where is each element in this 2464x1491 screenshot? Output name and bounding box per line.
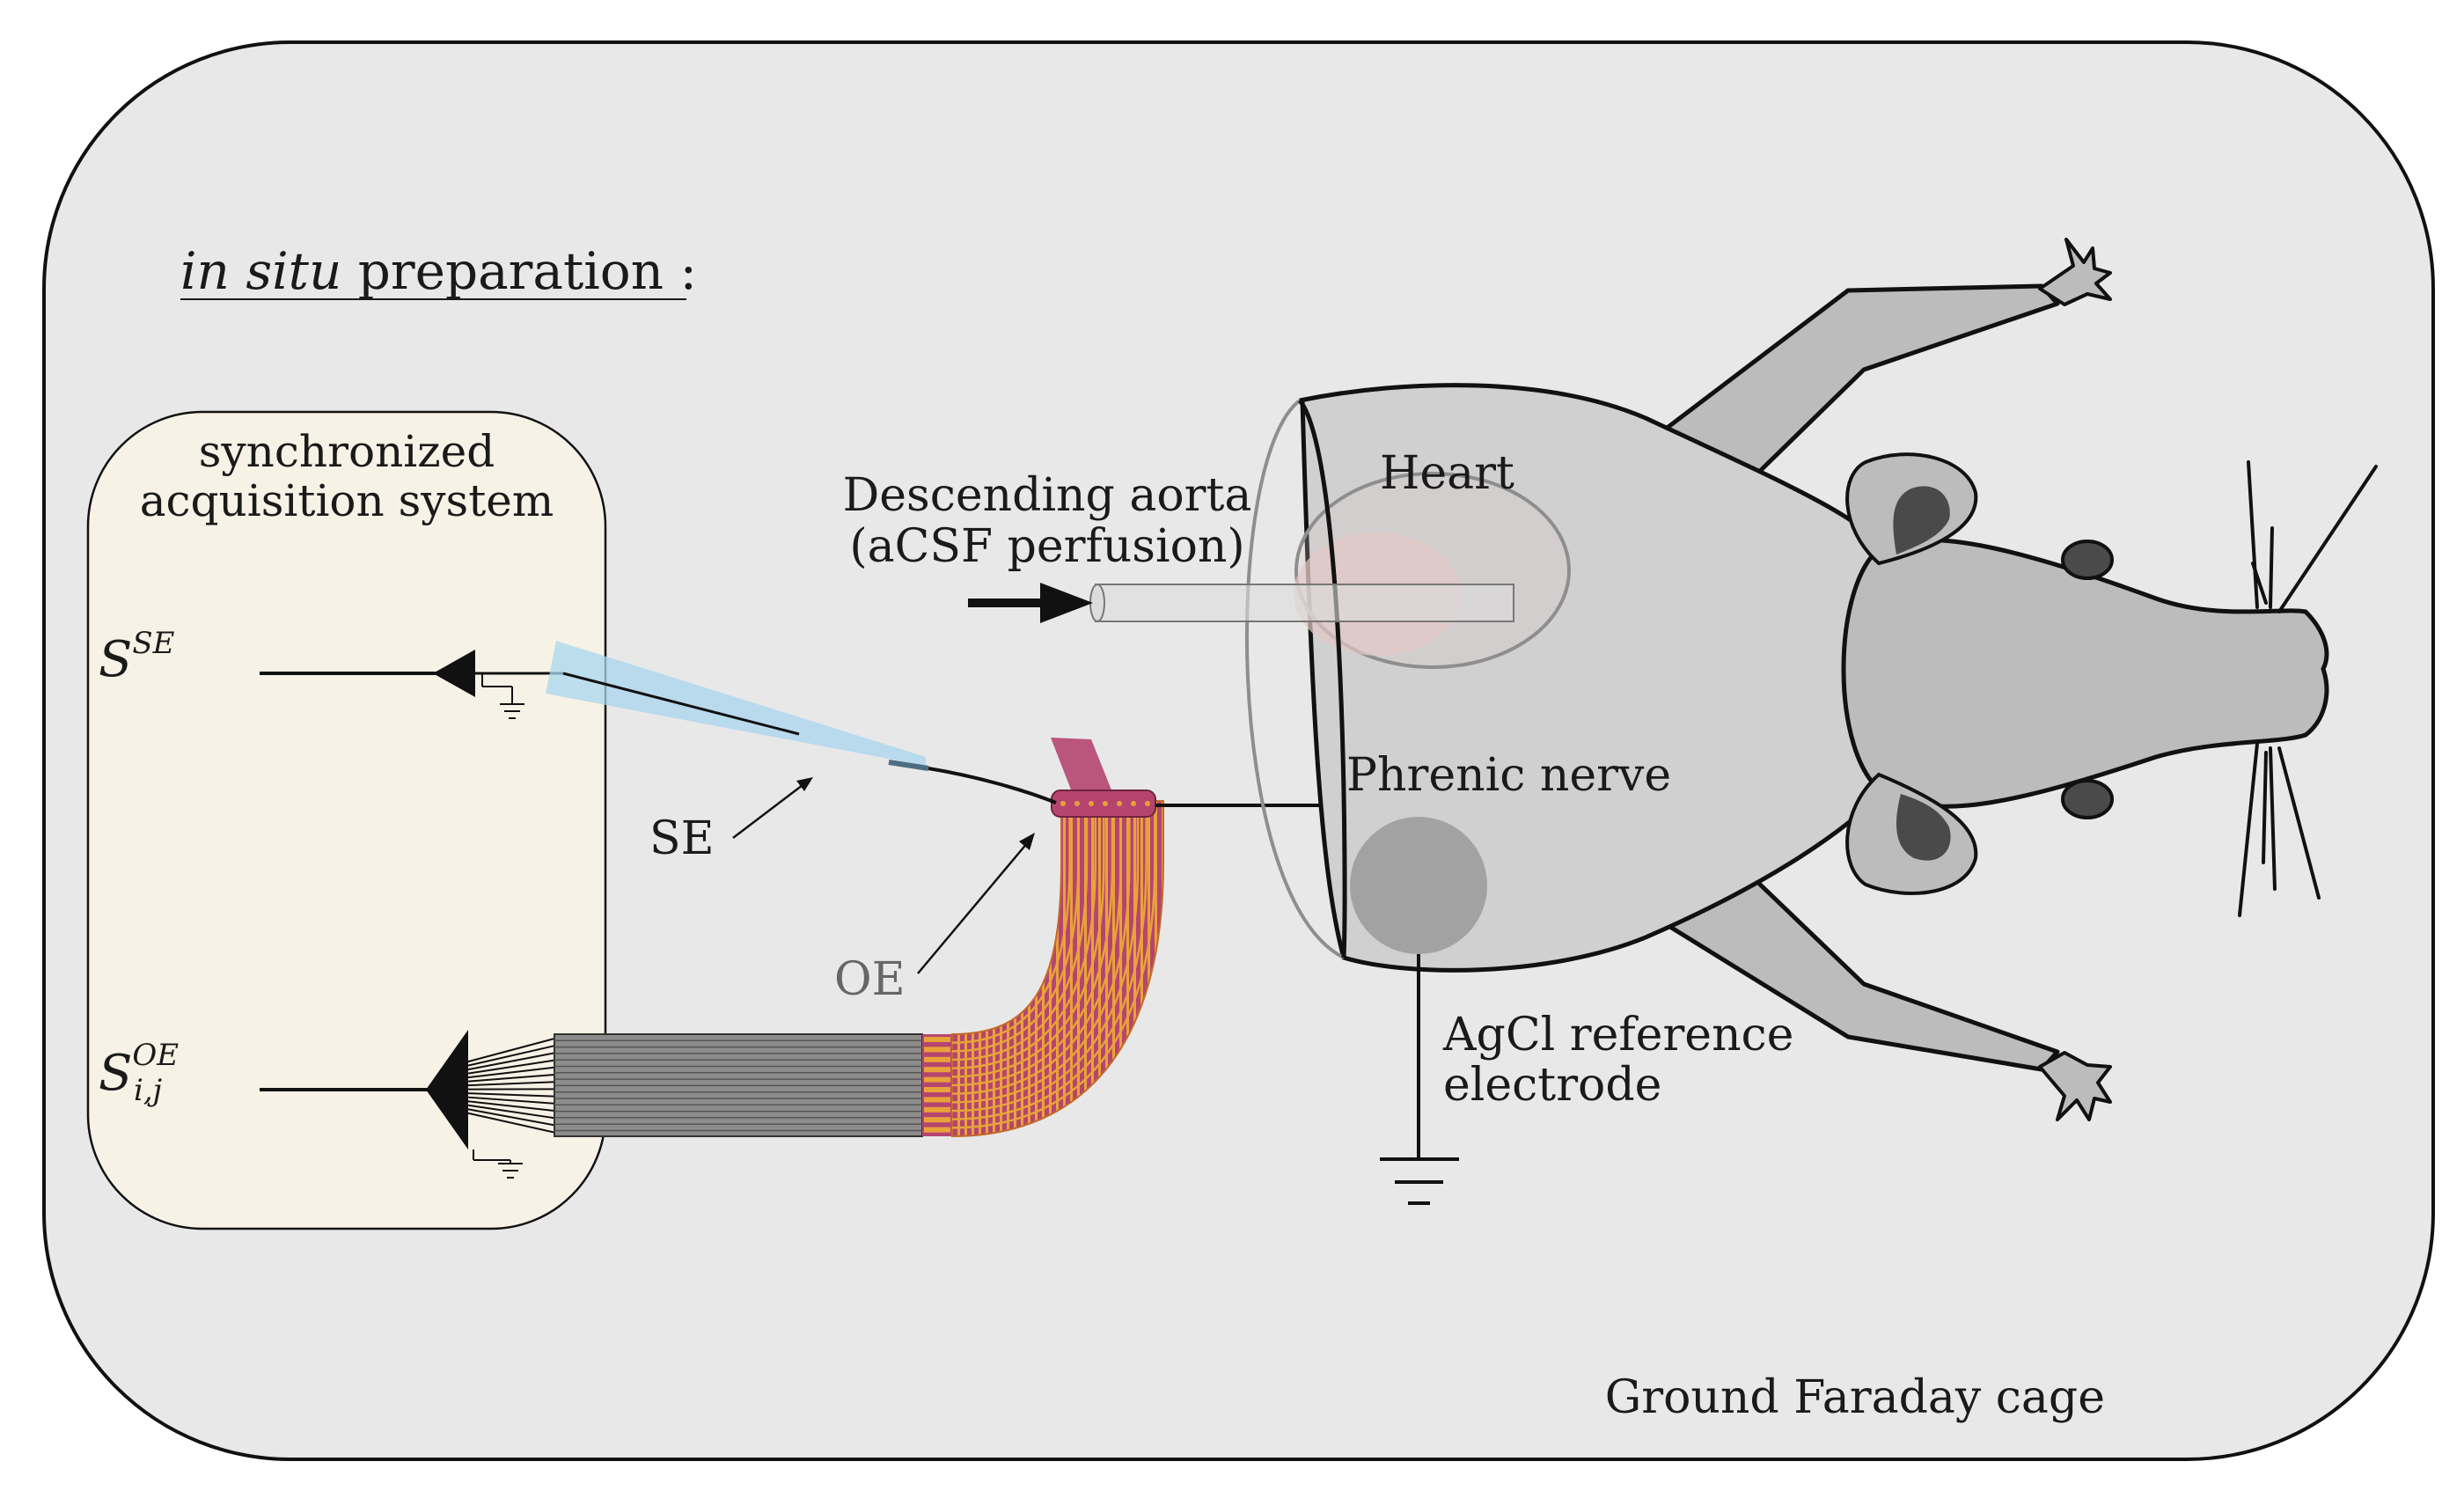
s-se-label: SSE: [99, 626, 175, 688]
title-rest: preparation :: [341, 241, 697, 301]
phrenic-nerve-label: Phrenic nerve: [1346, 749, 1671, 802]
acsf-perfusion-label: (aCSF perfusion): [849, 520, 1244, 573]
oe-arrow: [917, 841, 1029, 974]
se-arrowhead: [796, 777, 813, 791]
se-pipette-tip: [888, 760, 929, 771]
descending-aorta-label: Descending aorta: [843, 469, 1252, 522]
se-pipette-wire: [562, 672, 800, 736]
title-italic: in situ: [180, 241, 341, 301]
se-pipette: [546, 641, 926, 766]
cut-ring-back: [1245, 399, 1345, 959]
acquisition-label-line2: acquisition system: [140, 475, 554, 526]
rat-lower-eye: [2061, 779, 2114, 819]
oe-label: OE: [834, 953, 906, 1006]
rat-whiskers: [2238, 460, 2378, 917]
s-oe-label: SOE: [99, 1038, 179, 1102]
s-se-base: S: [99, 631, 132, 688]
heart-label: Heart: [1380, 447, 1514, 500]
rat-lower-paw: [2038, 1051, 2112, 1121]
oe-flex-electrode: [951, 800, 1164, 1138]
aorta-arrowhead: [1040, 583, 1093, 623]
oe-cuff-contacts: [1060, 801, 1150, 806]
title: in situ preparation :: [180, 241, 697, 301]
oe-cuff-tab: [1051, 738, 1116, 801]
se-label: SE: [649, 812, 715, 865]
s-se-sup: SE: [132, 626, 174, 661]
oe-connector: [922, 1034, 952, 1136]
se-amplifier: [260, 650, 563, 719]
rat-upper-eye: [2061, 540, 2114, 580]
acquisition-system-box: [86, 410, 607, 1230]
agcl-label-line2: electrode: [1443, 1059, 1661, 1112]
oe-amplifier: [260, 1030, 555, 1179]
rat-upper-ear-inner: [1893, 486, 1950, 555]
rat-lower-ear-inner: [1896, 794, 1951, 861]
acquisition-label-line1: synchronized: [199, 426, 495, 477]
se-arrow: [732, 784, 803, 839]
faraday-cage-label: Ground Faraday cage: [1605, 1371, 2105, 1424]
oe-ribbon-cable: [554, 1033, 923, 1137]
cut-ring-front: [1298, 399, 1347, 958]
aorta-tube: [1089, 584, 1514, 622]
oe-arrowhead: [1019, 833, 1035, 850]
phrenic-nerve: [928, 767, 1342, 807]
agcl-label-line1: AgCl reference: [1442, 1009, 1793, 1061]
agcl-reference-electrode: [1350, 817, 1487, 954]
s-oe-base: S: [99, 1045, 132, 1102]
s-oe-sub: i,j: [134, 1073, 163, 1108]
s-oe-sup: OE: [132, 1038, 179, 1073]
oe-amp-fanout-wires: [467, 1038, 555, 1134]
rat-upper-paw: [2038, 238, 2112, 306]
